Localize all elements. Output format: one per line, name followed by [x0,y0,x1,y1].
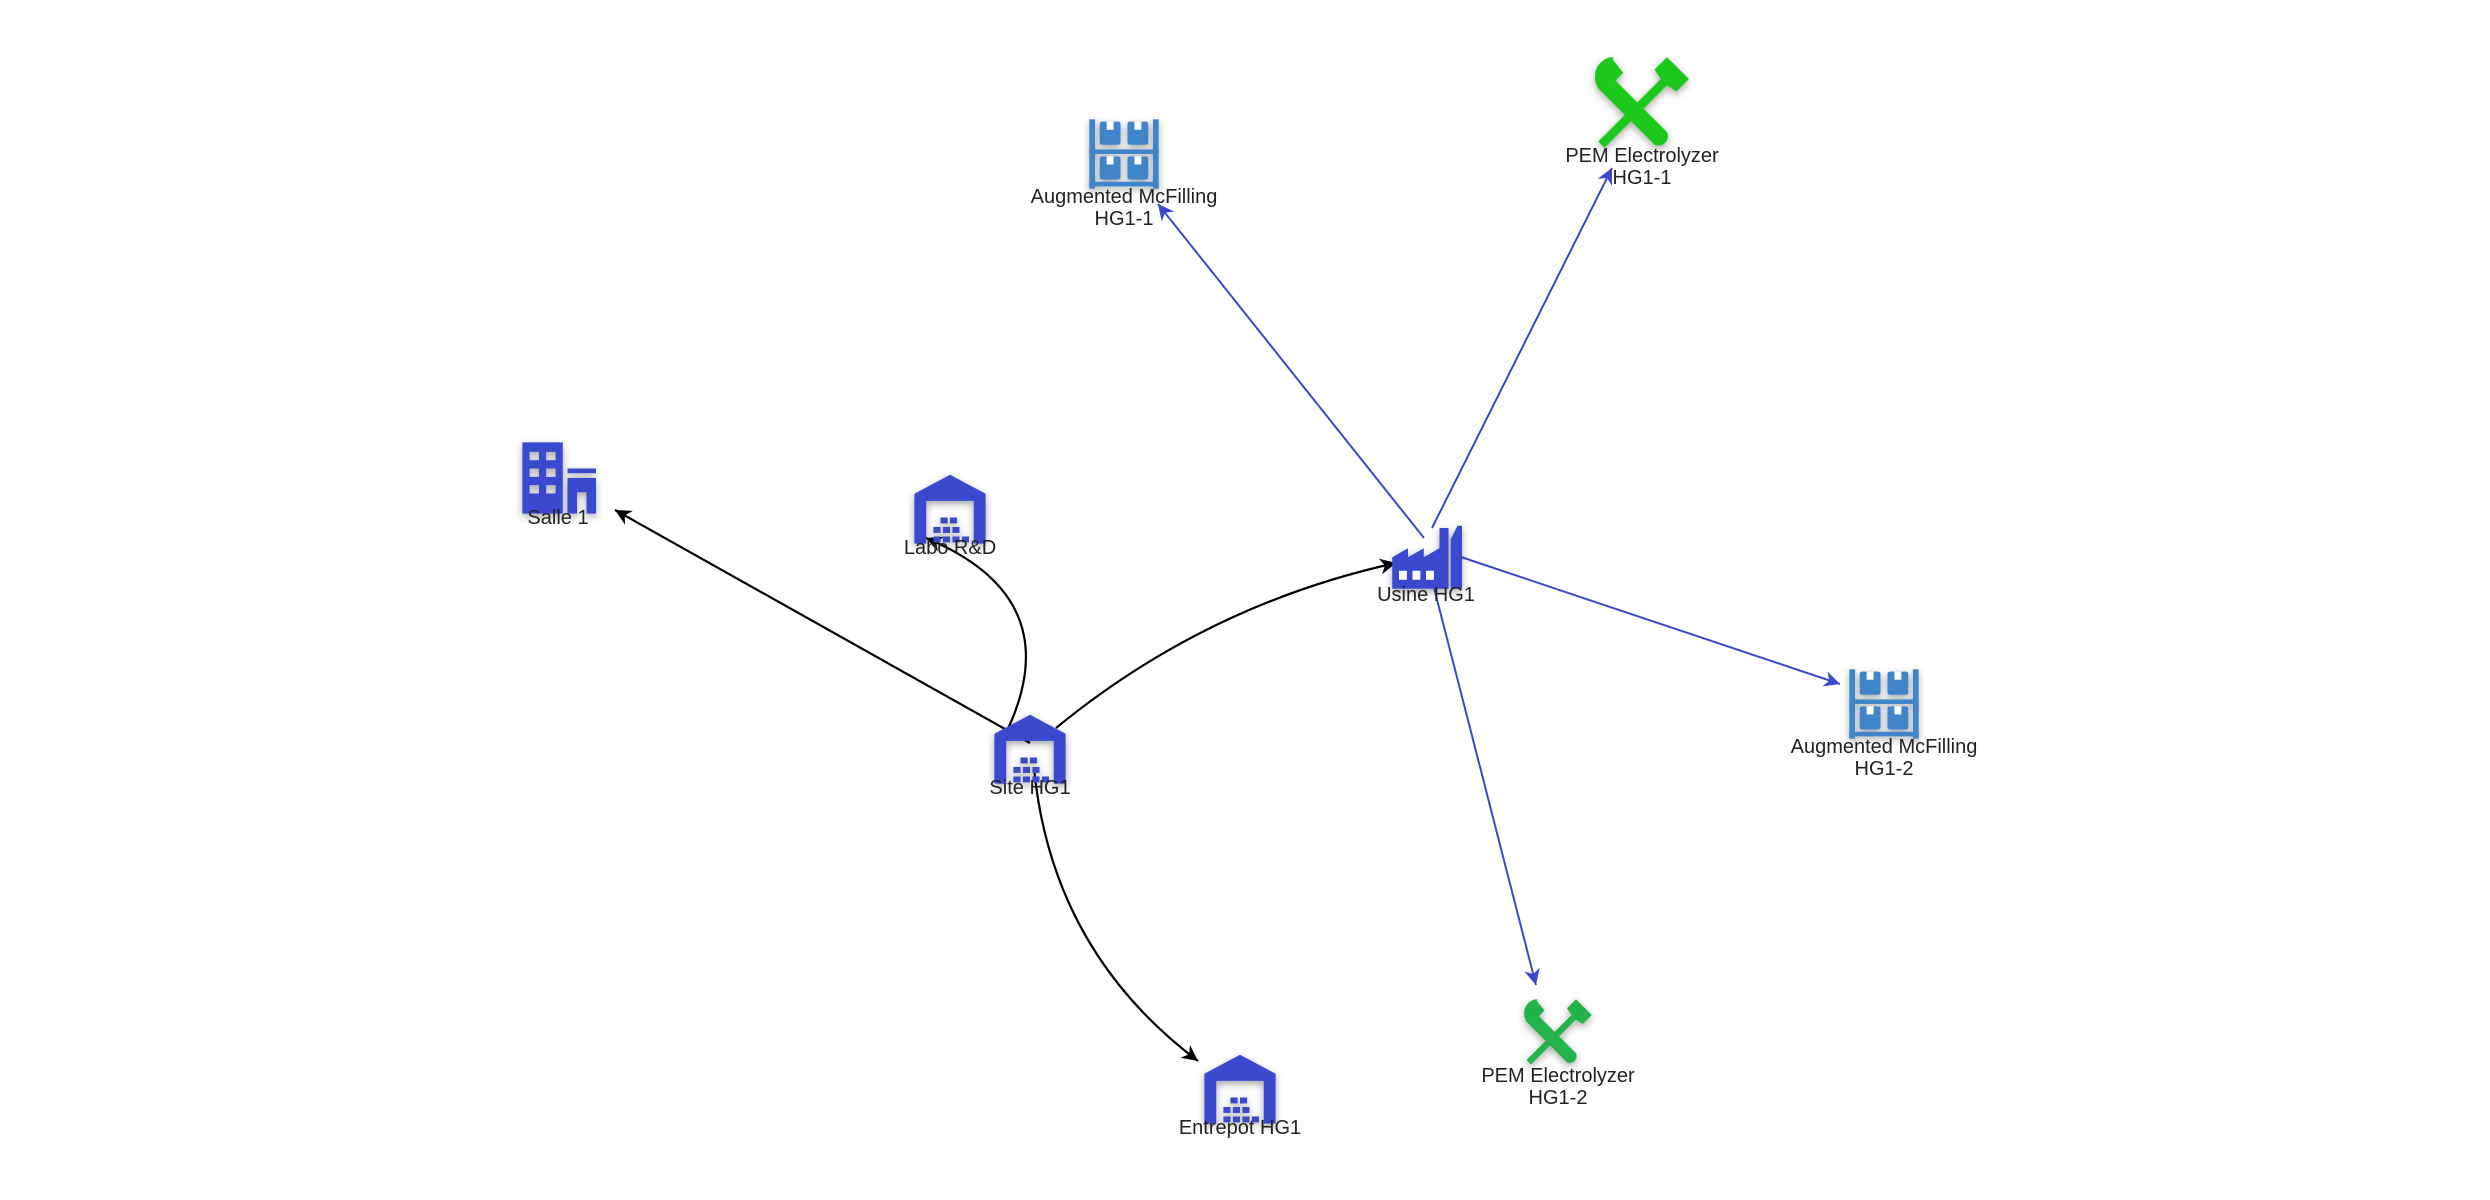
node-label-entrepot-hg1-line-1: Entrepot HG1 [1179,1117,1301,1139]
warehouse-icon [1204,1054,1276,1124]
edge-usine-hg1-to-pem-2[interactable] [1431,579,1540,986]
node-label-pem-1-line-2: HG1-1 [1613,167,1672,189]
node-label-pem-2-line-1: PEM Electrolyzer [1481,1065,1635,1087]
edge-layer [614,167,1841,1062]
node-label-usine-hg1-line-1: Usine HG1 [1377,584,1475,606]
storage-rack-icon [1849,669,1919,739]
edge-site-hg1-to-labo-rd[interactable] [925,536,1028,746]
edge-site-hg1-to-entrepot-hg1[interactable] [1032,767,1199,1062]
node-usine-hg1[interactable]: Usine HG1 [1377,525,1475,606]
tools-icon [1595,57,1689,148]
node-label-labo-rd-line-1: Labo R&D [904,537,996,559]
node-layer: Site HG1 Salle 1 Labo R&D Usine HG1Entrepot… [522,57,1977,1139]
node-entrepot-hg1[interactable]: Entrepot HG1 [1179,1054,1301,1139]
storage-rack-icon [1089,119,1159,189]
node-label-salle-1-line-1: Salle 1 [527,507,588,529]
edge-usine-hg1-to-mcfilling-2[interactable] [1451,553,1841,687]
node-salle-1[interactable]: Salle 1 [522,442,596,529]
node-label-site-hg1-line-1: Site HG1 [989,777,1070,799]
office-building-icon [522,442,596,514]
edge-site-hg1-to-salle-1[interactable] [614,509,1031,744]
edge-site-hg1-to-usine-hg1[interactable] [1055,558,1397,729]
node-label-pem-2-line-2: HG1-2 [1529,1087,1588,1109]
edge-usine-hg1-to-pem-1[interactable] [1431,167,1613,529]
node-label-pem-1-line-1: PEM Electrolyzer [1565,145,1719,167]
node-label-mcfilling-2-line-2: HG1-2 [1855,758,1914,780]
node-site-hg1[interactable]: Site HG1 [989,714,1071,799]
node-label-mcfilling-1-line-2: HG1-1 [1095,208,1154,230]
warehouse-icon [994,714,1066,784]
node-labo-rd[interactable]: Labo R&D [904,474,996,559]
node-label-mcfilling-2-line-1: Augmented McFilling [1791,736,1978,758]
warehouse-icon [914,474,986,544]
edge-usine-hg1-to-mcfilling-1[interactable] [1157,203,1425,539]
node-label-mcfilling-1-line-1: Augmented McFilling [1031,186,1218,208]
tools-icon [1524,999,1592,1065]
factory-icon [1392,525,1462,589]
